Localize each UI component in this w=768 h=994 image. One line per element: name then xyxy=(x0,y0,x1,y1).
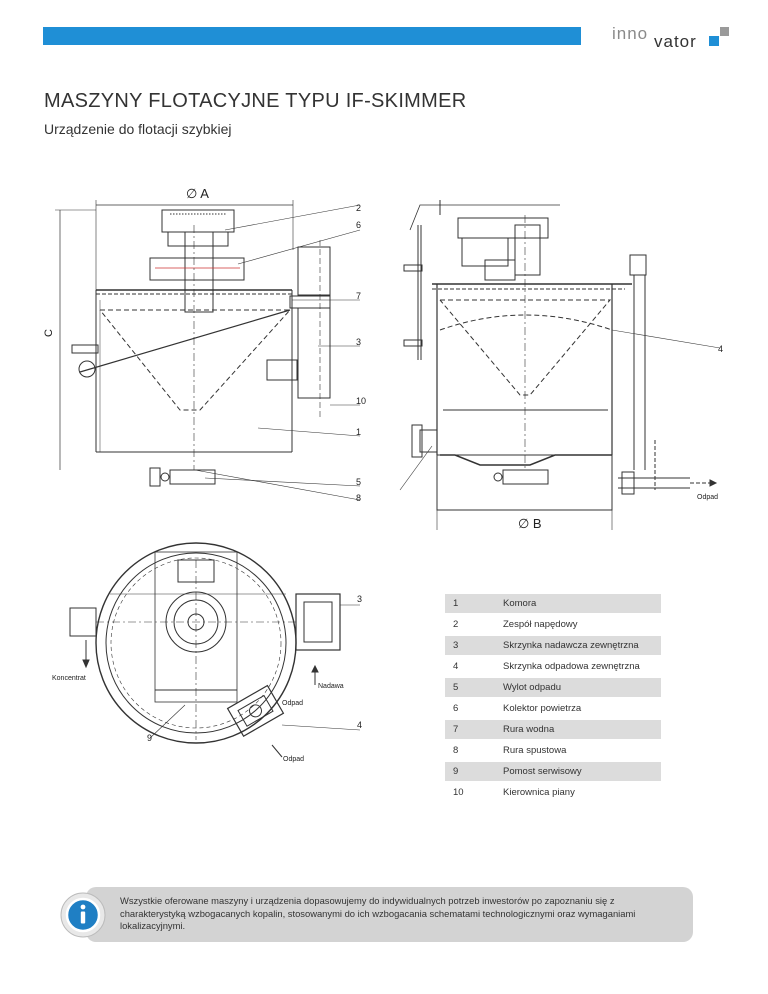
info-note-text: Wszystkie oferowane maszyny i urządzenia… xyxy=(120,895,636,931)
legend-num: 6 xyxy=(453,703,459,714)
plan-callout-4: 4 xyxy=(357,720,362,730)
left-elevation: ∅ A C xyxy=(43,186,366,503)
legend-label: Pomost serwisowy xyxy=(503,766,582,777)
legend-num: 8 xyxy=(453,745,459,756)
dim-b-label: ∅ B xyxy=(518,516,542,531)
page-title: MASZYNY FLOTACYJNE TYPU IF-SKIMMER xyxy=(44,90,467,112)
legend-num: 2 xyxy=(453,619,459,630)
callout-7: 7 xyxy=(356,291,361,301)
plan-callout-9: 9 xyxy=(147,733,152,743)
callout-10: 10 xyxy=(356,396,366,406)
legend-row: 5 Wylot odpadu xyxy=(445,678,661,697)
legend-row: 6 Kolektor powietrza xyxy=(445,699,661,718)
legend-num: 1 xyxy=(453,598,459,609)
callout-8: 8 xyxy=(356,493,361,503)
dim-c-label: C xyxy=(43,329,55,337)
legend-row: 4 Skrzynka odpadowa zewnętrzna xyxy=(445,657,661,676)
legend-label: Kierownica piany xyxy=(503,787,575,798)
legend-row: 9 Pomost serwisowy xyxy=(445,762,661,781)
legend-row: 7 Rura wodna xyxy=(445,720,661,739)
legend-row: 1 Komora xyxy=(445,594,661,613)
odpad-label-right: Odpad xyxy=(697,494,718,501)
legend-num: 10 xyxy=(453,787,464,798)
legend-num: 4 xyxy=(453,661,459,672)
logo-prefix: inno xyxy=(612,24,649,43)
info-icon xyxy=(60,892,106,938)
odpad-label-plan-1: Odpad xyxy=(282,700,303,707)
dim-a-label: ∅ A xyxy=(186,186,209,201)
legend-label: Skrzynka nadawcza zewnętrzna xyxy=(503,640,639,651)
plan-view: Koncentrat Nadawa Odpad Odpad 3 4 9 xyxy=(52,542,362,763)
nadawa-label: Nadawa xyxy=(318,683,344,690)
legend-label: Komora xyxy=(503,598,537,609)
legend-row: 3 Skrzynka nadawcza zewnętrzna xyxy=(445,636,661,655)
callout-4: 4 xyxy=(718,344,723,354)
legend-row: 2 Zespół napędowy xyxy=(445,615,661,634)
legend-label: Wylot odpadu xyxy=(503,682,562,693)
legend-label: Rura spustowa xyxy=(503,745,567,756)
callout-5: 5 xyxy=(356,477,361,487)
logo-square-blue xyxy=(709,36,719,46)
parts-legend-table: 1 Komora 2 Zespół napędowy 3 Skrzynka nadaw… xyxy=(445,594,661,804)
legend-row: 8 Rura spustowa xyxy=(445,741,661,760)
callout-2: 2 xyxy=(356,203,361,213)
legend-label: Kolektor powietrza xyxy=(503,703,582,714)
info-note-box: Wszystkie oferowane maszyny i urządzenia… xyxy=(86,887,693,942)
legend-num: 9 xyxy=(453,766,459,777)
legend-num: 7 xyxy=(453,724,459,735)
logo-suffix: vator xyxy=(654,32,697,51)
legend-num: 5 xyxy=(453,682,459,693)
plan-callout-3: 3 xyxy=(357,594,362,604)
legend-label: Zespół napędowy xyxy=(503,619,578,630)
header-accent-bar xyxy=(43,27,581,45)
legend-label: Rura wodna xyxy=(503,724,555,735)
callout-6: 6 xyxy=(356,220,361,230)
koncentrat-label: Koncentrat xyxy=(52,675,86,682)
legend-num: 3 xyxy=(453,640,459,651)
logo-square-grey xyxy=(720,27,729,36)
callout-3: 3 xyxy=(356,337,361,347)
page-subtitle: Urządzenie do flotacji szybkiej xyxy=(44,121,232,137)
legend-label: Skrzynka odpadowa zewnętrzna xyxy=(503,661,640,672)
legend-row: 10 Kierownica piany xyxy=(445,783,661,802)
odpad-label-plan-2: Odpad xyxy=(283,756,304,763)
right-elevation: Odpad ∅ B 4 xyxy=(399,200,723,531)
callout-1: 1 xyxy=(356,427,361,437)
